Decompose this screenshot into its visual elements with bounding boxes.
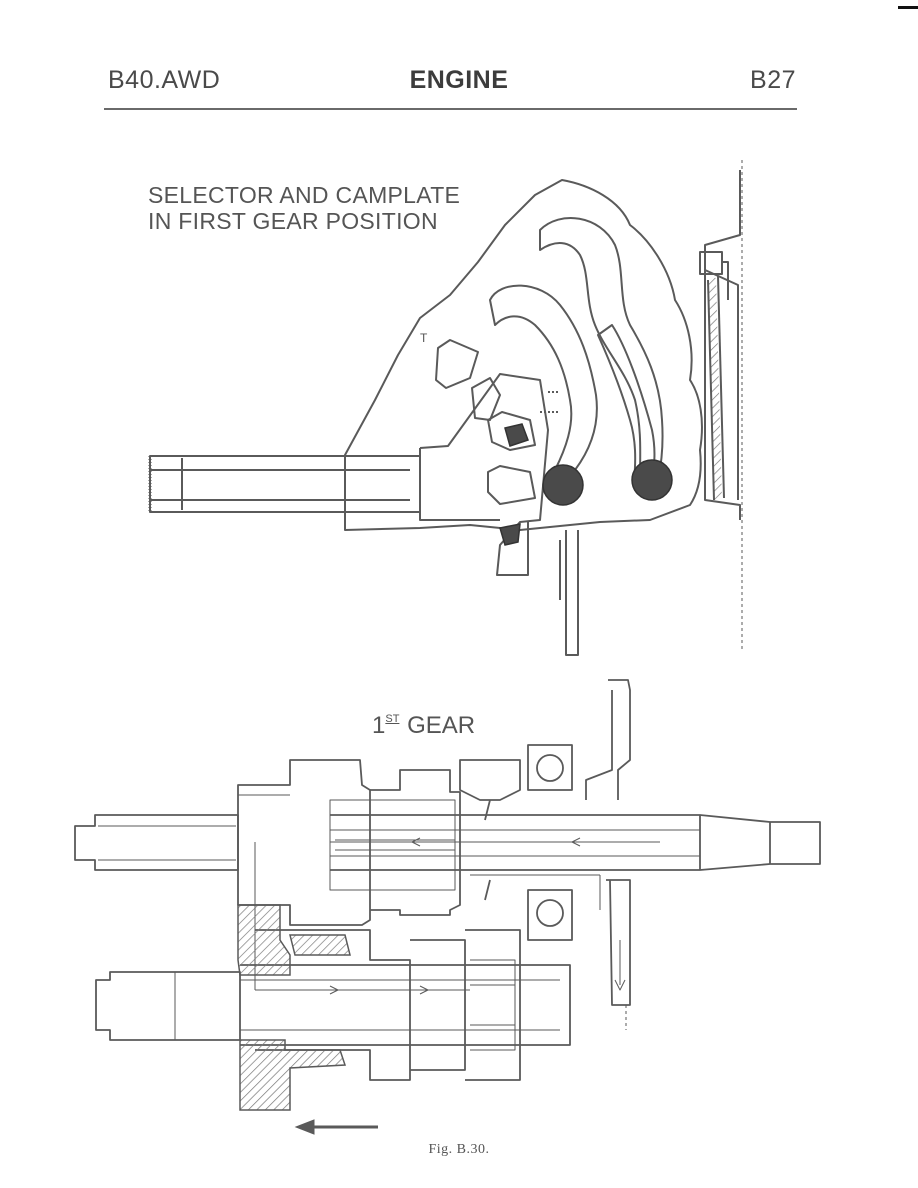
selector-camplate-caption: SELECTOR AND CAMPLATE IN FIRST GEAR POSI… [148, 182, 460, 234]
header-rule [104, 108, 797, 110]
first-gear-caption: 1ST GEAR [372, 712, 475, 740]
selector-camplate-drawing: T [148, 160, 743, 656]
header-page-number: B27 [750, 66, 796, 94]
header-title: ENGINE [409, 66, 509, 94]
caption-line-2: IN FIRST GEAR POSITION [148, 208, 438, 234]
first-gear-caption-base: 1 [372, 712, 386, 739]
svg-text:T: T [420, 331, 428, 345]
figure-caption: Fig. B.30. [428, 1142, 490, 1157]
header-code: B40.AWD [108, 66, 221, 94]
first-gear-caption-rest: GEAR [400, 712, 476, 739]
caption-line-1: SELECTOR AND CAMPLATE [148, 182, 461, 208]
first-gear-caption-sup: ST [385, 713, 400, 725]
corner-mark [898, 6, 918, 9]
